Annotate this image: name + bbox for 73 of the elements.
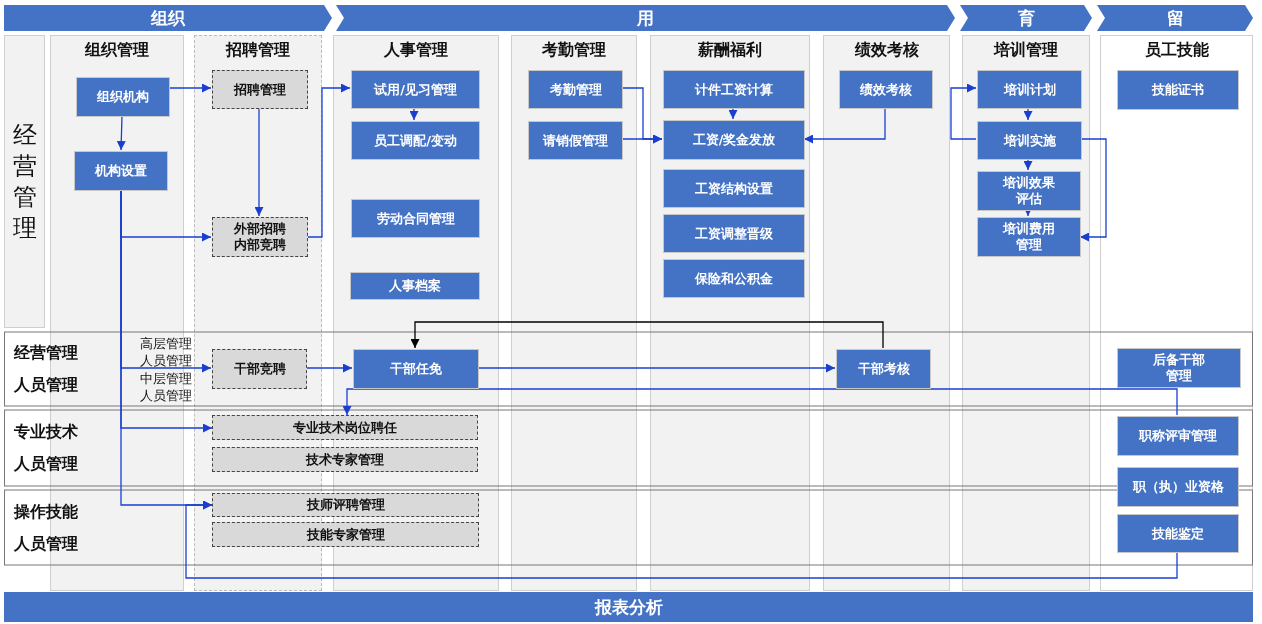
column-heading: 招聘管理: [226, 40, 290, 61]
process-box: 职（执）业资格: [1117, 467, 1239, 507]
process-box: 劳动合同管理: [351, 199, 480, 238]
process-box: 请销假管理: [528, 121, 623, 160]
arrow: [306, 83, 351, 238]
phase-header: 育: [960, 5, 1092, 31]
process-box: 工资/奖金发放: [663, 120, 805, 160]
report-band: 报表分析: [4, 592, 1253, 622]
arrow: [410, 321, 884, 349]
process-box: 培训费用管理: [977, 217, 1081, 257]
dashed-box: 招聘管理: [212, 70, 308, 109]
process-box: 工资调整晋级: [663, 214, 805, 253]
dashed-box: 技师评聘管理: [212, 493, 479, 517]
process-box: 技能证书: [1117, 70, 1239, 110]
process-box: 干部考核: [836, 349, 931, 389]
process-box: 工资结构设置: [663, 169, 805, 208]
process-box: 计件工资计算: [663, 70, 805, 109]
process-box: 培训实施: [977, 121, 1082, 160]
process-box: 培训效果评估: [977, 171, 1081, 211]
arrow: [477, 363, 836, 373]
arrow: [950, 83, 977, 140]
dashed-box: 技能专家管理: [212, 522, 479, 547]
column-panel: [823, 35, 950, 591]
arrow: [1023, 107, 1033, 121]
arrow: [116, 115, 126, 151]
arrow: [1023, 158, 1033, 171]
arrow: [728, 107, 738, 120]
column-panel: [1100, 35, 1253, 591]
column-heading: 组织管理: [85, 40, 149, 61]
column-heading: 培训管理: [994, 40, 1058, 61]
process-box: 考勤管理: [528, 70, 623, 109]
arrow: [305, 363, 353, 373]
phase-header: 用: [336, 5, 955, 31]
row-label: 操作技能人员管理: [14, 500, 79, 555]
process-box: 员工调配/变动: [351, 121, 480, 160]
arrow: [342, 388, 1178, 416]
column-heading: 人事管理: [384, 40, 448, 61]
process-box: 保险和公积金: [663, 259, 805, 298]
arrow: [1079, 138, 1107, 242]
column-heading: 考勤管理: [542, 40, 606, 61]
arrow: [803, 107, 886, 144]
process-box: 人事档案: [350, 272, 480, 300]
column-panel: [511, 35, 637, 591]
column-panel: [650, 35, 810, 591]
level-label: 中层管理人员管理: [140, 370, 193, 404]
process-box: 组织机构: [76, 77, 170, 117]
side-band: 经营管理: [4, 35, 45, 328]
process-box: 绩效考核: [839, 70, 933, 109]
dashed-box: 专业技术岗位聘任: [212, 415, 478, 440]
column-heading: 薪酬福利: [698, 40, 762, 61]
arrow: [621, 134, 663, 144]
process-box: 技能鉴定: [1117, 514, 1239, 553]
dashed-box: 干部竞聘: [212, 349, 307, 389]
phase-header: 留: [1097, 5, 1253, 31]
level-label: 高层管理人员管理: [140, 335, 193, 369]
phase-header: 组织: [4, 5, 332, 31]
arrow: [185, 500, 1178, 579]
process-box: 机构设置: [74, 151, 168, 191]
process-box: 培训计划: [977, 70, 1082, 109]
column-heading: 绩效考核: [854, 40, 919, 61]
process-box: 干部任免: [353, 349, 479, 389]
column-panel: [962, 35, 1090, 591]
process-box: 职称评审管理: [1117, 416, 1239, 456]
row-label: 经营管理人员管理: [14, 342, 79, 396]
column-heading: 员工技能: [1144, 40, 1209, 61]
arrow: [409, 107, 419, 121]
dashed-box: 技术专家管理: [212, 447, 478, 472]
arrow: [254, 107, 264, 217]
arrow: [168, 83, 212, 93]
process-box: 后备干部管理: [1117, 348, 1241, 388]
process-box: 试用/见习管理: [351, 70, 480, 109]
row-label: 专业技术人员管理: [14, 421, 79, 475]
dashed-box: 外部招聘内部竞聘: [212, 217, 308, 257]
